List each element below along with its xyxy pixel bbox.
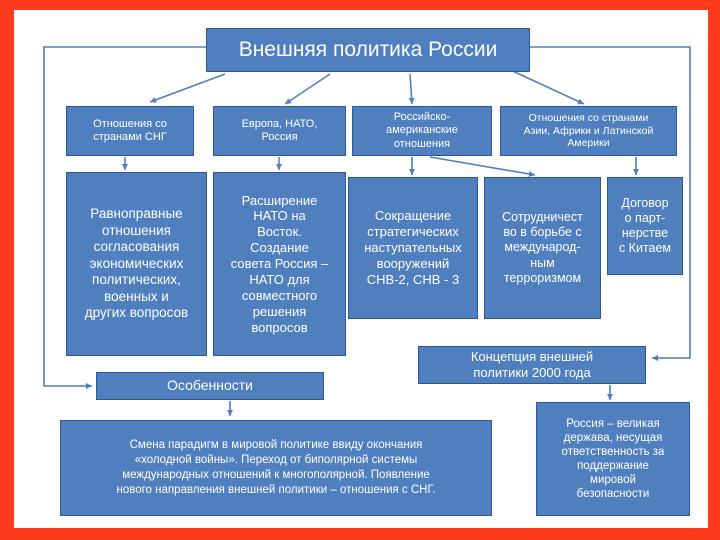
great-power-text: Россия – великая держава, несущая ответс…	[561, 417, 665, 501]
concept-box: Концепция внешней политики 2000 года	[418, 346, 646, 384]
equal-relations-box: Равноправные отношения согласования экон…	[66, 172, 207, 356]
arms-reduction-text: Сокращение стратегических наступательных…	[364, 208, 462, 287]
title-text: Внешняя политика России	[238, 38, 498, 62]
china-box: Договор о парт- нерстве с Китаем	[607, 177, 683, 275]
features-box: Особенности	[96, 372, 324, 400]
nato-expansion-text: Расширение НАТО на Восток. Создание сове…	[230, 192, 329, 335]
terrorism-box: Сотрудничест во в борьбе с международ- н…	[484, 177, 601, 319]
europe-text: Европа, НАТО, Россия	[241, 117, 318, 143]
great-power-box: Россия – великая держава, несущая ответс…	[536, 402, 690, 516]
title-box: Внешняя политика России	[206, 28, 530, 72]
concept-text: Концепция внешней политики 2000 года	[470, 349, 594, 380]
features-text: Особенности	[167, 377, 253, 394]
asia-text: Отношения со странами Азии, Африки и Лат…	[523, 111, 654, 150]
terrorism-text: Сотрудничест во в борьбе с международ- н…	[502, 209, 583, 285]
china-text: Договор о парт- нерстве с Китаем	[618, 195, 672, 256]
europe-box: Европа, НАТО, Россия	[213, 106, 346, 156]
nato-expansion-box: Расширение НАТО на Восток. Создание сове…	[213, 172, 346, 356]
arms-reduction-box: Сокращение стратегических наступательных…	[348, 177, 478, 319]
paradigm-text: Смена парадигм в мировой политике ввиду …	[116, 438, 436, 497]
cis-text: Отношения со странами СНГ	[93, 117, 167, 143]
paradigm-box: Смена парадигм в мировой политике ввиду …	[60, 420, 492, 516]
usa-box: Российско- американские отношения	[352, 106, 492, 156]
asia-box: Отношения со странами Азии, Африки и Лат…	[500, 106, 677, 156]
cis-box: Отношения со странами СНГ	[66, 106, 194, 156]
usa-text: Российско- американские отношения	[386, 110, 458, 150]
equal-relations-text: Равноправные отношения согласования экон…	[84, 206, 189, 321]
